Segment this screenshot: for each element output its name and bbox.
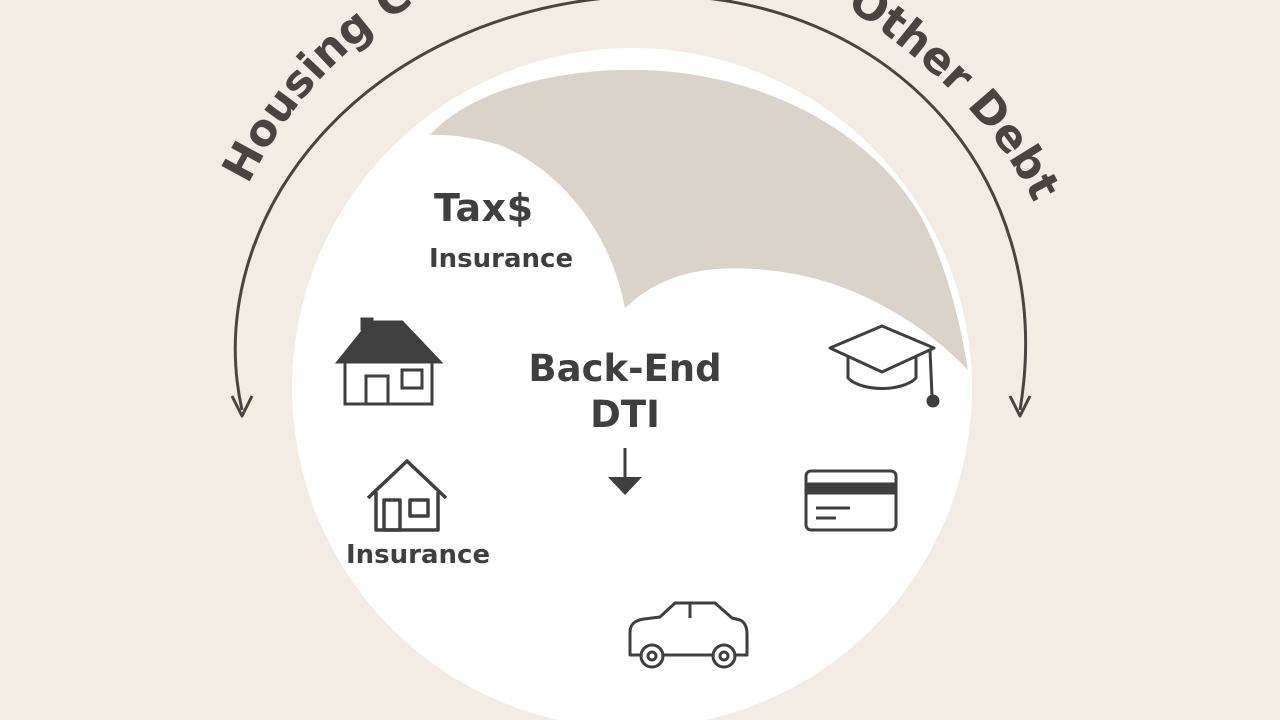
left-curved-arrow-icon [230,395,254,418]
credit-card-icon [804,469,898,532]
down-arrow-icon [608,448,642,495]
house-icon [334,317,444,406]
arc-title-left: Housing Co [0,0,420,190]
shaded-region [430,69,968,370]
back-end-line: Back-End [528,347,722,390]
small-house-icon [366,459,448,532]
insurance-label-top: Insurance [429,244,574,274]
car-icon [628,601,749,669]
right-curved-arrow-icon [1008,395,1032,418]
back-end-dti-label: Back-End DTI [500,346,750,438]
outer-arc [233,0,1027,411]
insurance-label-bottom: Insurance [346,540,491,570]
graduation-cap-icon [828,324,940,408]
dti-line: DTI [590,393,660,436]
tax-label: Tax$ [434,186,534,230]
